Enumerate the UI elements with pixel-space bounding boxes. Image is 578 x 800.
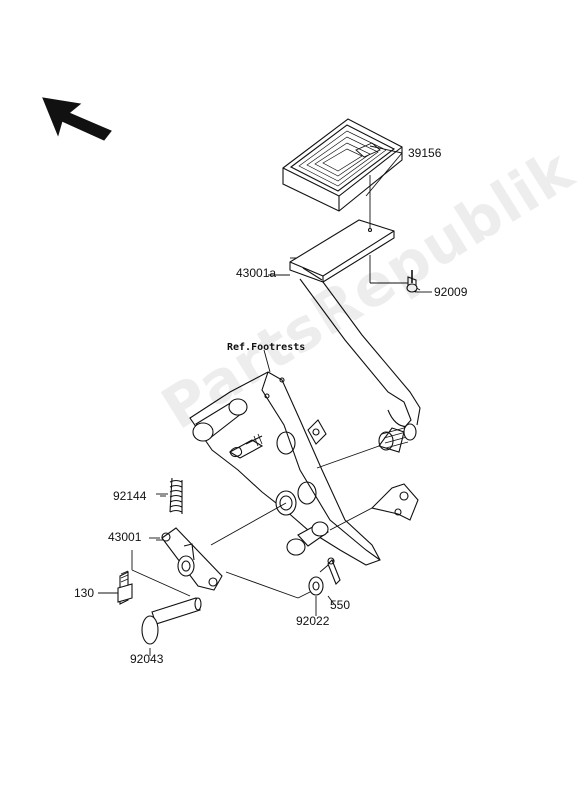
clevis-pin-assembly [378, 423, 417, 453]
part-label-92144[interactable]: 92144 [113, 489, 147, 503]
part-label-39156[interactable]: 39156 [408, 146, 442, 160]
pivot-spring [229, 433, 263, 458]
pedal-pad-rubber [282, 118, 403, 212]
part-label-43001[interactable]: 43001 [108, 530, 142, 544]
bolt-130 [117, 570, 133, 605]
cotter-pin-550 [327, 557, 341, 585]
part-label-92009[interactable]: 92009 [434, 285, 468, 299]
part-label-92022[interactable]: 92022 [296, 614, 330, 628]
part-label-92043[interactable]: 92043 [130, 652, 164, 666]
reference-label: Ref.Footrests [227, 342, 306, 353]
direction-arrow-icon [42, 97, 112, 141]
washer-92022 [308, 576, 324, 596]
link-43001 [161, 527, 223, 591]
part-label-130[interactable]: 130 [74, 586, 95, 600]
part-label-550[interactable]: 550 [330, 598, 351, 612]
pedal-bracket-plate [189, 371, 419, 566]
spring-92144 [169, 477, 183, 514]
bolt-92009 [406, 270, 418, 293]
pin-92043 [141, 597, 202, 645]
pedal-arm [289, 219, 421, 429]
label-leaders [98, 152, 432, 616]
part-label-43001a[interactable]: 43001a [236, 266, 277, 280]
